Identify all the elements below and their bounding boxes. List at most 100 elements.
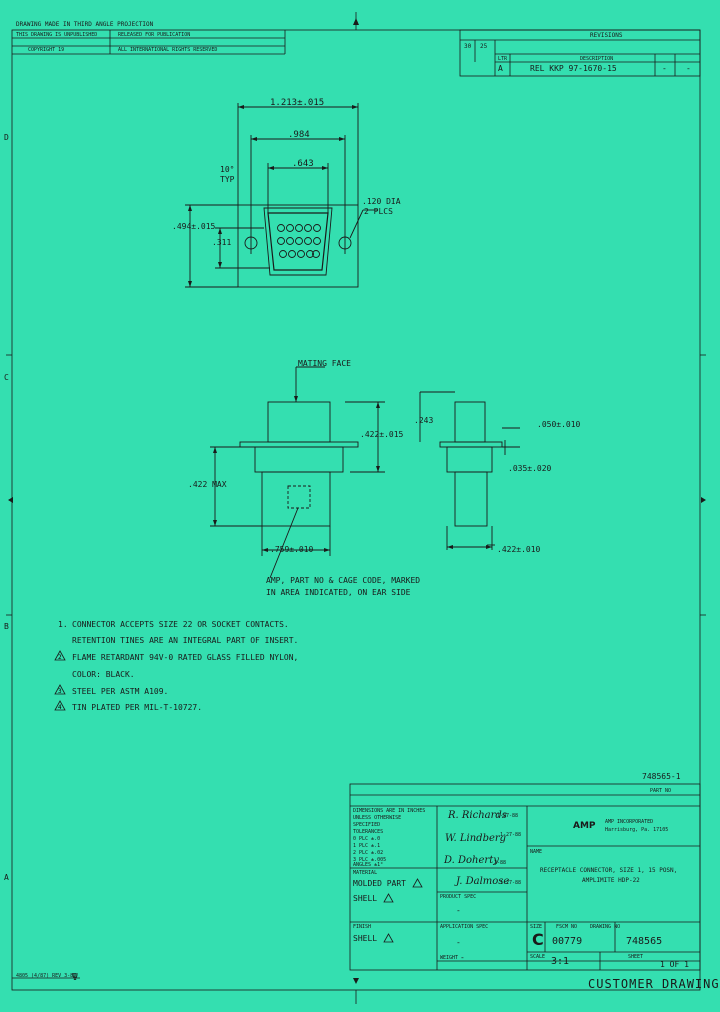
dim-height-total: .494±.015: [172, 222, 216, 231]
svg-text:4: 4: [58, 704, 62, 711]
sheet-value: 1 OF 1: [660, 960, 689, 969]
revision-block: [459, 29, 701, 77]
svg-text:2: 2: [58, 654, 62, 661]
tol-7: 2 PLC ±.02: [353, 850, 384, 856]
sheet-label: SHEET: [628, 954, 644, 960]
note-3-text: STEEL PER ASTM A109.: [72, 687, 169, 696]
tol-5: 0 PLC ±.0: [353, 836, 381, 842]
note-1-text: CONNECTOR ACCEPTS SIZE 22 OR SOCKET CONT…: [72, 620, 289, 629]
zone-d: D: [4, 133, 9, 142]
title-block-lines: [12, 783, 701, 979]
signature-engineer: D. Doherty: [444, 855, 499, 866]
weight-dash: -: [460, 953, 465, 962]
zone-b: B: [4, 622, 9, 631]
end-view: [419, 391, 520, 550]
release-note: RELEASED FOR PUBLICATION: [118, 32, 191, 38]
part-number-top: 748565-1: [642, 772, 681, 781]
part-no-label: PART NO: [650, 788, 672, 794]
tol-1: DIMENSIONS ARE IN INCHES: [353, 808, 426, 814]
zone-c: C: [4, 373, 9, 382]
signature-engineer-date: 2-88: [494, 860, 507, 866]
dim-overall-width: 1.213±.015: [270, 98, 325, 108]
rev-row-desc: REL KKP 97-1670-15: [530, 64, 617, 73]
dim-shell-width: .643: [292, 159, 314, 169]
label-mating-face: MATING FACE: [298, 359, 351, 368]
customer-drawing-label: CUSTOMER DRAWING: [588, 977, 720, 991]
weight-label: WEIGHT: [440, 955, 459, 961]
finish-label: FINISH: [353, 924, 372, 930]
signature-approved-date: 1-27-88: [500, 880, 522, 886]
rev-dash-1: -: [662, 64, 667, 73]
cage-label: FSCM NO: [556, 924, 578, 930]
dim-hole-count: 2 PLCS: [364, 207, 393, 216]
rev-col-desc: DESCRIPTION: [580, 56, 614, 62]
part-name-2: AMPLIMITE HDP-22: [582, 877, 640, 884]
size-value: C: [532, 930, 544, 949]
material-shell: SHELL: [353, 894, 378, 903]
rev-row-ltr: A: [498, 64, 503, 73]
dim-035: .035±.020: [508, 464, 552, 473]
tol-3: SPECIFIED: [353, 822, 381, 828]
marking-note-1: AMP, PART NO & CAGE CODE, MARKED: [266, 576, 421, 585]
product-spec-label: PRODUCT SPEC: [440, 894, 477, 900]
loc-a: 30: [464, 43, 472, 50]
note-2-triangle-icon: 2: [54, 650, 66, 661]
loc-b: 25: [480, 43, 488, 50]
dwg-label: DRAWING NO: [590, 924, 621, 930]
note-4-triangle-icon: 4: [54, 700, 66, 711]
app-spec-dash: -: [456, 938, 461, 947]
signature-drawn-date: 1-27-88: [497, 813, 519, 819]
signature-checked-date: 1-27-88: [500, 832, 522, 838]
name-label: NAME: [530, 849, 543, 855]
rights-note: ALL INTERNATIONAL RIGHTS RESERVED: [118, 47, 218, 53]
note-2-text: FLAME RETARDANT 94V-0 RATED GLASS FILLED…: [72, 653, 299, 662]
rev-col-ltr: LTR: [498, 56, 508, 62]
company-name: AMP INCORPORATED: [605, 819, 654, 825]
tol-6: 1 PLC ±.1: [353, 843, 381, 849]
material-molded-triangle-icon: [412, 878, 423, 888]
product-spec-dash: -: [456, 906, 461, 915]
tol-2: UNLESS OTHERWISE: [353, 815, 402, 821]
psi-mark-icon: Ψ: [72, 972, 79, 983]
material-molded: MOLDED PART: [353, 879, 406, 888]
material-label: MATERIAL: [353, 870, 378, 876]
dim-width-bottom: .759±.010: [270, 545, 314, 554]
scale-value: 3:1: [551, 956, 570, 967]
rev-dash-2: -: [686, 64, 691, 73]
dim-height-shell: .311: [212, 238, 232, 247]
note-4-text: TIN PLATED PER MIL-T-10727.: [72, 703, 203, 712]
side-view: [210, 366, 385, 579]
tol-8: 3 PLC ±.005: [353, 857, 387, 863]
tol-9: ANGLES ±1°: [353, 862, 384, 868]
signature-approved: J. Dalmose: [456, 876, 510, 887]
dwg-number: 748565: [626, 936, 663, 947]
amp-logo: AMP: [573, 821, 596, 831]
zone-a: A: [4, 873, 9, 882]
marking-note-2: IN AREA INDICATED, ON EAR SIDE: [266, 588, 411, 597]
cage-value: 00779: [552, 936, 583, 947]
tol-4: TOLERANCES: [353, 829, 384, 835]
part-name-1: RECEPTACLE CONNECTOR, SIZE 1, 15 POSN,: [540, 867, 678, 874]
material-shell-triangle-icon: [383, 893, 394, 903]
note-3-triangle-icon: 3: [54, 684, 66, 695]
size-label: SIZE: [530, 924, 543, 930]
company-city: Harrisburg, Pa. 17105: [605, 827, 669, 833]
dim-typ: TYP: [220, 175, 235, 184]
copyright-note: COPYRIGHT 19: [28, 47, 65, 53]
dim-422-right: .422±.010: [497, 545, 541, 554]
note-1-text-cont: RETENTION TINES ARE AN INTEGRAL PART OF …: [72, 636, 299, 645]
finish-shell: SHELL: [353, 934, 378, 943]
signature-checked: W. Lindberg: [445, 833, 507, 844]
revisions-title: REVISIONS: [590, 32, 623, 39]
dim-hole-spacing: .984: [288, 130, 310, 140]
signature-drawn: R. Richards: [448, 810, 507, 821]
dim-243: .243: [414, 416, 434, 425]
dim-angle: 10°: [220, 165, 235, 174]
svg-text:3: 3: [58, 688, 62, 695]
top-view: [185, 103, 378, 288]
note-2-text-cont: COLOR: BLACK.: [72, 670, 135, 679]
dim-hole-dia: .120 DIA: [362, 197, 401, 206]
note-1-num: 1.: [58, 620, 68, 629]
dim-shell-depth: .422±.015: [360, 430, 404, 439]
